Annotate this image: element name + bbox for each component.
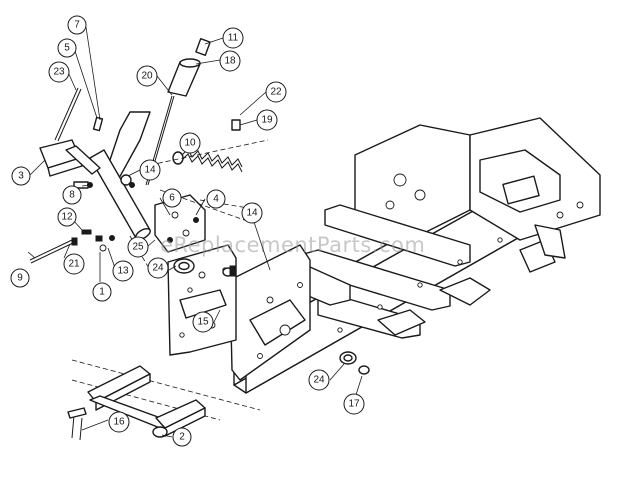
svg-text:11: 11 [228,33,239,44]
callout-4: 4 [206,189,226,209]
callout-5: 5 [57,38,77,58]
callout-9: 9 [10,268,30,288]
callout-10: 10 [179,132,201,154]
svg-text:10: 10 [184,138,196,149]
svg-text:6: 6 [169,193,175,204]
svg-text:24: 24 [152,263,164,274]
svg-text:21: 21 [68,259,80,270]
bushing-lower [339,351,370,375]
callout-24-upper: 24 [147,257,169,279]
svg-text:20: 20 [141,71,153,82]
svg-text:24: 24 [313,375,325,386]
callout-23: 23 [48,61,70,83]
svg-text:9: 9 [17,273,23,284]
callout-3: 3 [11,166,31,186]
bushing-upper [173,258,236,277]
callout-25: 25 [127,236,149,258]
watermark: eReplacementParts.com [160,233,425,257]
callout-22: 22 [265,81,287,103]
svg-text:7: 7 [74,20,80,31]
svg-text:25: 25 [132,242,144,253]
svg-text:23: 23 [53,67,65,78]
svg-text:16: 16 [113,417,125,428]
svg-text:13: 13 [117,266,129,277]
svg-text:18: 18 [224,56,236,67]
callout-17: 17 [343,393,365,415]
svg-text:14: 14 [144,165,156,176]
callout-2: 2 [172,427,192,447]
svg-text:1: 1 [99,287,105,298]
callout-24-lower: 24 [308,369,330,391]
callout-15: 15 [192,311,214,333]
svg-text:22: 22 [270,87,282,98]
callout-6: 6 [162,188,182,208]
leader-lines [27,26,363,438]
svg-text:4: 4 [213,194,219,205]
callout-8: 8 [62,185,82,205]
svg-text:5: 5 [64,43,70,54]
callout-11: 11 [222,27,244,49]
callout-20: 20 [136,65,158,87]
callout-12: 12 [57,207,77,227]
callout-18: 18 [219,50,241,72]
svg-text:3: 3 [18,171,24,182]
front-axle [67,365,206,441]
svg-text:19: 19 [261,115,273,126]
svg-text:2: 2 [179,432,185,443]
svg-text:12: 12 [61,212,73,223]
callout-1: 1 [92,282,112,302]
svg-text:15: 15 [197,317,209,328]
callout-13: 13 [112,260,134,282]
callout-14-lower: 14 [241,202,263,224]
svg-text:8: 8 [69,190,75,201]
main-frame [229,117,601,394]
callout-7: 7 [67,15,87,35]
callout-19: 19 [256,109,278,131]
spring-assembly [172,119,243,173]
callout-16: 16 [108,411,130,433]
callout-14-upper: 14 [139,159,161,181]
callout-21: 21 [63,253,85,275]
svg-text:17: 17 [348,399,360,410]
mounting-bracket [154,194,206,253]
svg-text:14: 14 [246,208,258,219]
cylinder [167,38,211,97]
